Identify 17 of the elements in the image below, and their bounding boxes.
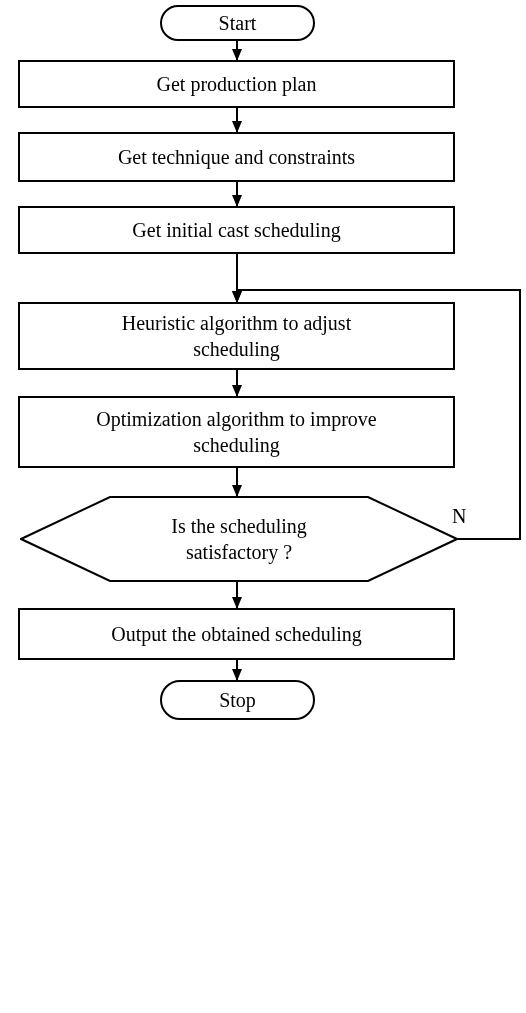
arrow bbox=[232, 467, 242, 497]
process-box: Heuristic algorithm to adjust scheduling bbox=[18, 302, 455, 370]
arrow bbox=[232, 289, 521, 540]
arrow bbox=[232, 369, 242, 397]
process-box: Output the obtained scheduling bbox=[18, 608, 455, 660]
terminal-box: Stop bbox=[160, 680, 315, 720]
process-box: Get technique and constraints bbox=[18, 132, 455, 182]
arrow bbox=[232, 581, 242, 609]
process-box: Optimization algorithm to improve scheduling bbox=[18, 396, 455, 468]
arrow bbox=[232, 181, 242, 207]
process-box: Get production plan bbox=[18, 60, 455, 108]
arrow bbox=[232, 659, 242, 681]
process-box: Get initial cast scheduling bbox=[18, 206, 455, 254]
arrow bbox=[232, 107, 242, 133]
terminal-box: Start bbox=[160, 5, 315, 41]
decision-text: Is the scheduling satisfactory ? bbox=[170, 514, 308, 565]
arrow bbox=[232, 40, 242, 61]
